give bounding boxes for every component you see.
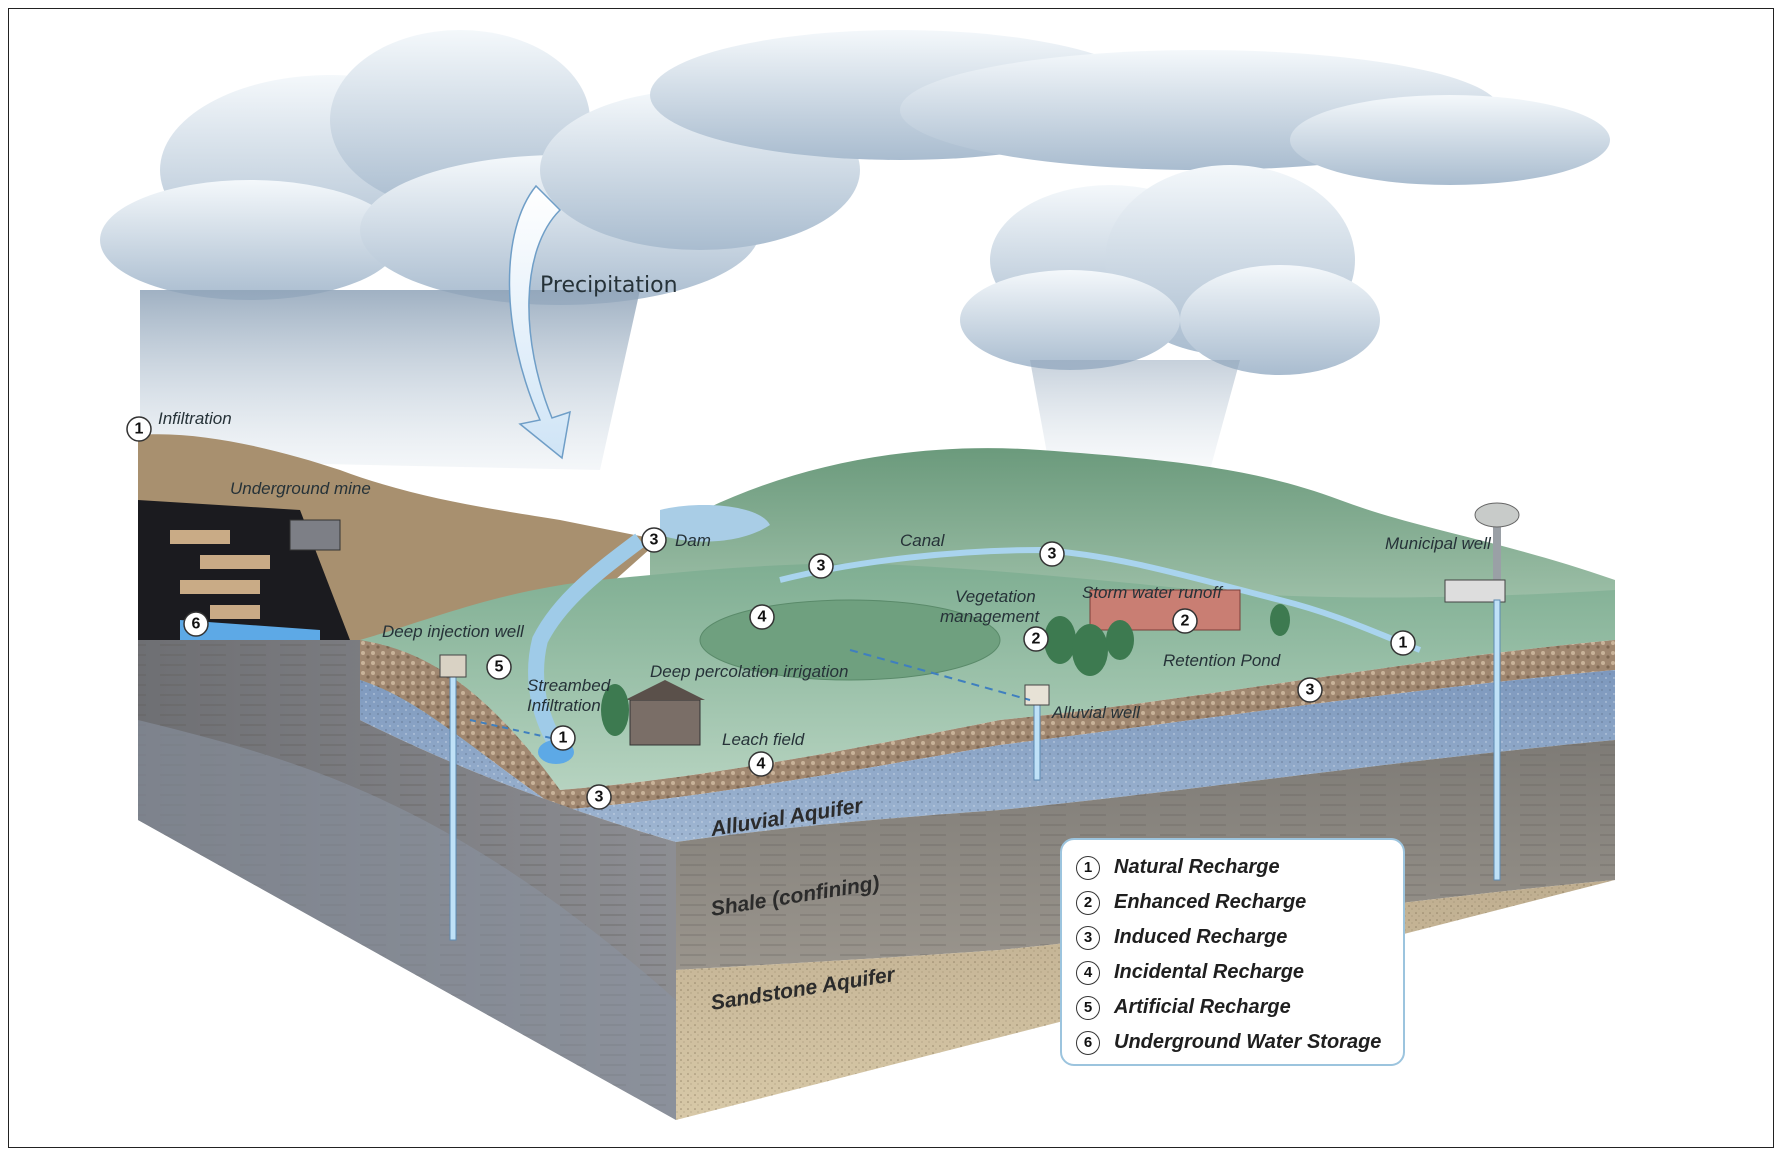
label-storm-water-runoff: Storm water runoff <box>1082 583 1224 602</box>
legend-item-induced-recharge: 3 Induced Recharge <box>1076 920 1389 955</box>
alluvial-well <box>1024 684 1050 781</box>
label-deep-percolation-irrigation: Deep percolation irrigation <box>650 662 848 681</box>
precipitation-label: Precipitation <box>540 273 678 298</box>
label-dam: Dam <box>675 531 711 550</box>
legend-item-enhanced-recharge: 2 Enhanced Recharge <box>1076 885 1389 920</box>
label-alluvial-well: Alluvial well <box>1051 703 1141 722</box>
mine-water <box>180 620 320 640</box>
rain-right <box>1030 360 1240 470</box>
svg-text:3: 3 <box>1048 546 1057 563</box>
house-roof <box>625 680 705 700</box>
label-deep-injection-well: Deep injection well <box>382 622 525 641</box>
svg-text:1: 1 <box>135 421 144 438</box>
marker-vegetation: 2 <box>1023 626 1049 652</box>
legend-item-underground-water-storage: 6 Underground Water Storage <box>1076 1025 1389 1060</box>
house <box>629 699 701 746</box>
svg-text:6: 6 <box>192 616 201 633</box>
marker-streambed: 1 <box>550 725 576 751</box>
label-municipal-well: Municipal well <box>1385 534 1492 553</box>
legend: 1 Natural Recharge 2 Enhanced Recharge 3… <box>1060 838 1405 1066</box>
marker-canal-right: 3 <box>1039 541 1065 567</box>
marker-streambed-induced: 3 <box>586 784 612 810</box>
svg-text:5: 5 <box>495 659 504 676</box>
label-streambed-2: Infiltration <box>527 696 601 715</box>
legend-label: Artificial Recharge <box>1114 996 1291 1018</box>
label-retention-pond: Retention Pond <box>1163 651 1281 670</box>
label-canal: Canal <box>900 531 946 550</box>
marker-canal-end: 1 <box>1390 630 1416 656</box>
pipe-dashed <box>849 649 1031 701</box>
svg-text:3: 3 <box>1306 682 1315 699</box>
legend-label: Incidental Recharge <box>1114 961 1305 983</box>
mine-tunnels <box>170 530 270 619</box>
left-sandstone <box>138 720 676 1120</box>
trees <box>601 604 1290 736</box>
diagram-frame <box>8 8 1774 1148</box>
legend-item-natural-recharge: 1 Natural Recharge <box>1076 850 1389 885</box>
reservoir <box>660 505 770 542</box>
legend-item-artificial-recharge: 5 Artificial Recharge <box>1076 990 1389 1025</box>
cloud-top <box>650 30 1610 185</box>
svg-text:3: 3 <box>595 789 604 806</box>
legend-label: Underground Water Storage <box>1114 1031 1382 1053</box>
marker-deep-injection: 5 <box>486 654 512 680</box>
marker-irrigation: 4 <box>749 604 775 630</box>
precipitation-arrow <box>508 184 571 460</box>
label-streambed-1: Streambed <box>527 676 611 695</box>
pipe-dashed-2 <box>469 719 561 741</box>
svg-text:1: 1 <box>1399 635 1408 652</box>
alluvial-texture <box>360 670 1615 842</box>
label-vegetation-1: Vegetation <box>955 587 1036 606</box>
mine-building <box>289 519 341 551</box>
label-vegetation-2: management <box>940 607 1041 626</box>
marker-infiltration: 1 <box>126 416 152 442</box>
irrigation-field <box>699 599 1001 681</box>
marker-leach-field: 4 <box>748 751 774 777</box>
marker-canal-left: 3 <box>808 553 834 579</box>
svg-text:1: 1 <box>559 730 568 747</box>
legend-label: Natural Recharge <box>1114 856 1280 878</box>
svg-text:3: 3 <box>650 532 659 549</box>
legend-number: 2 <box>1076 890 1100 915</box>
marker-mine-storage: 6 <box>183 611 209 637</box>
legend-number: 3 <box>1076 925 1100 950</box>
stream <box>528 533 645 755</box>
legend-number: 1 <box>1076 855 1100 880</box>
svg-text:4: 4 <box>757 756 766 773</box>
legend-number: 4 <box>1076 960 1100 985</box>
label-leach-field: Leach field <box>722 730 805 749</box>
municipal-well-tower <box>1444 502 1520 603</box>
canal <box>779 546 1422 653</box>
municipal-well-shaft <box>1493 599 1501 881</box>
deep-injection-well <box>439 654 467 941</box>
label-infiltration: Infiltration <box>158 409 232 428</box>
cloud-right <box>960 165 1380 375</box>
legend-label: Enhanced Recharge <box>1114 891 1307 913</box>
marker-retention-pond: 3 <box>1297 677 1323 703</box>
svg-text:4: 4 <box>758 609 767 626</box>
legend-number: 5 <box>1076 995 1100 1020</box>
legend-number: 6 <box>1076 1030 1100 1055</box>
svg-text:3: 3 <box>817 558 826 575</box>
marker-storm-water: 2 <box>1172 608 1198 634</box>
legend-label: Induced Recharge <box>1114 926 1288 948</box>
label-underground-mine: Underground mine <box>230 479 371 498</box>
marker-dam: 3 <box>641 527 667 553</box>
svg-text:2: 2 <box>1032 631 1041 648</box>
legend-item-incidental-recharge: 4 Incidental Recharge <box>1076 955 1389 990</box>
svg-text:2: 2 <box>1181 613 1190 630</box>
